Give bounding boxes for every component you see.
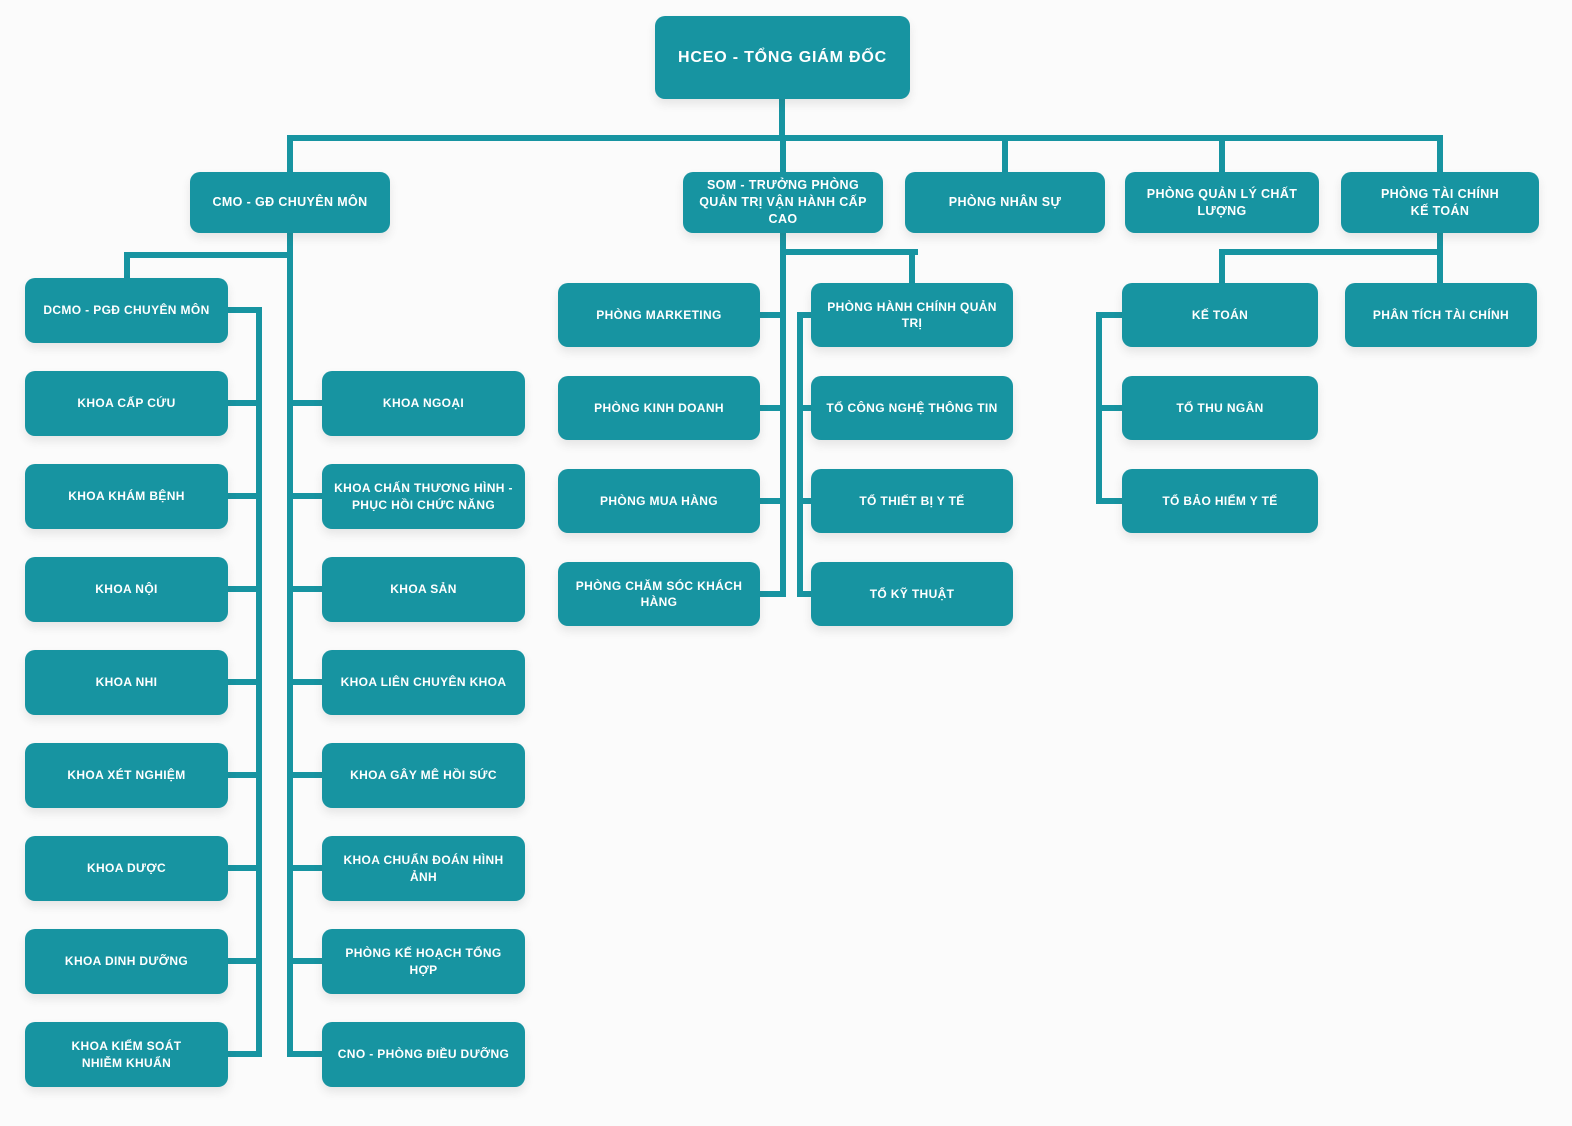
org-node-marketing[interactable]: PHÒNG MARKETING [558, 283, 760, 347]
connector [287, 772, 322, 778]
org-node-cntt[interactable]: TỔ CÔNG NGHỆ THÔNG TIN [811, 376, 1013, 440]
connector [1437, 233, 1443, 283]
connector [797, 312, 803, 597]
connector [780, 249, 918, 255]
connector [780, 135, 786, 172]
org-node-cno[interactable]: CNO - PHÒNG ĐIỀU DƯỠNG [322, 1022, 525, 1087]
connector [760, 498, 786, 504]
org-node-kinh-doanh[interactable]: PHÒNG KINH DOANH [558, 376, 760, 440]
org-node-cap-cuu[interactable]: KHOA CẤP CỨU [25, 371, 228, 436]
connector [797, 498, 811, 504]
org-node-som[interactable]: SOM - TRƯỞNG PHÒNG QUẢN TRỊ VẬN HÀNH CẤP… [683, 172, 883, 233]
connector [124, 252, 293, 258]
connector [797, 405, 811, 411]
org-node-gay-me[interactable]: KHOA GÂY MÊ HỒI SỨC [322, 743, 525, 808]
org-node-san[interactable]: KHOA SẢN [322, 557, 525, 622]
org-node-dinh-duong[interactable]: KHOA DINH DƯỠNG [25, 929, 228, 994]
org-node-qlcl[interactable]: PHÒNG QUẢN LÝ CHẤT LƯỢNG [1125, 172, 1319, 233]
org-node-hanh-chinh[interactable]: PHÒNG HÀNH CHÍNH QUẢN TRỊ [811, 283, 1013, 347]
connector [287, 135, 1443, 141]
org-node-xet-nghiem[interactable]: KHOA XÉT NGHIỆM [25, 743, 228, 808]
org-node-ke-hoach[interactable]: PHÒNG KẾ HOẠCH TỔNG HỢP [322, 929, 525, 994]
connector [1096, 405, 1122, 411]
connector [228, 307, 262, 313]
connector [287, 958, 322, 964]
org-node-nhan-su[interactable]: PHÒNG NHÂN SỰ [905, 172, 1105, 233]
org-node-chuan-doan[interactable]: KHOA CHUẨN ĐOÁN HÌNH ẢNH [322, 836, 525, 901]
org-node-ke-toan[interactable]: KẾ TOÁN [1122, 283, 1318, 347]
org-node-thu-ngan[interactable]: TỔ THU NGÂN [1122, 376, 1318, 440]
connector [287, 865, 322, 871]
org-node-nhi[interactable]: KHOA NHI [25, 650, 228, 715]
connector [760, 312, 786, 318]
connector [228, 865, 262, 871]
connector [228, 400, 262, 406]
connector [228, 679, 262, 685]
connector [287, 400, 322, 406]
connector [1219, 135, 1225, 172]
connector [228, 586, 262, 592]
org-node-ky-thuat[interactable]: TỔ KỸ THUẬT [811, 562, 1013, 626]
org-node-duoc[interactable]: KHOA DƯỢC [25, 836, 228, 901]
connector [1002, 135, 1008, 172]
connector [1096, 312, 1122, 318]
connector [287, 586, 322, 592]
org-node-lien-khoa[interactable]: KHOA LIÊN CHUYÊN KHOA [322, 650, 525, 715]
connector [1437, 135, 1443, 172]
org-node-noi[interactable]: KHOA NỘI [25, 557, 228, 622]
org-node-cmo[interactable]: CMO - GĐ CHUYÊN MÔN [190, 172, 390, 233]
connector [287, 493, 322, 499]
org-node-tckt[interactable]: PHÒNG TÀI CHÍNH KẾ TOÁN [1341, 172, 1539, 233]
org-node-mua-hang[interactable]: PHÒNG MUA HÀNG [558, 469, 760, 533]
org-node-phan-tich[interactable]: PHÂN TÍCH TÀI CHÍNH [1345, 283, 1537, 347]
org-node-cham-soc[interactable]: PHÒNG CHĂM SÓC KHÁCH HÀNG [558, 562, 760, 626]
connector [797, 312, 811, 318]
org-node-kham-benh[interactable]: KHOA KHÁM BỆNH [25, 464, 228, 529]
connector [287, 233, 293, 1057]
connector [797, 591, 811, 597]
org-node-thiet-bi[interactable]: TỔ THIẾT BỊ Y TẾ [811, 469, 1013, 533]
connector [1096, 498, 1122, 504]
connector [228, 493, 262, 499]
connector [287, 679, 322, 685]
connector [760, 405, 786, 411]
connector [287, 1051, 322, 1057]
connector [1219, 249, 1443, 255]
org-node-ngoai[interactable]: KHOA NGOẠI [322, 371, 525, 436]
org-node-chan-thuong[interactable]: KHOA CHẤN THƯƠNG HÌNH - PHỤC HỒI CHỨC NĂ… [322, 464, 525, 529]
org-node-dcmo[interactable]: DCMO - PGĐ CHUYÊN MÔN [25, 278, 228, 343]
connector [909, 249, 915, 283]
connector [780, 233, 786, 597]
connector [228, 772, 262, 778]
org-node-hceo[interactable]: HCEO - TỔNG GIÁM ĐỐC [655, 16, 910, 99]
connector [228, 1051, 262, 1057]
connector [760, 591, 786, 597]
org-node-bao-hiem[interactable]: TỔ BẢO HIỂM Y TẾ [1122, 469, 1318, 533]
connector [228, 958, 262, 964]
connector [1219, 249, 1225, 283]
connector [124, 252, 130, 278]
org-node-kiem-soat[interactable]: KHOA KIỂM SOÁT NHIỄM KHUẨN [25, 1022, 228, 1087]
connector [779, 99, 785, 138]
connector [287, 135, 293, 172]
